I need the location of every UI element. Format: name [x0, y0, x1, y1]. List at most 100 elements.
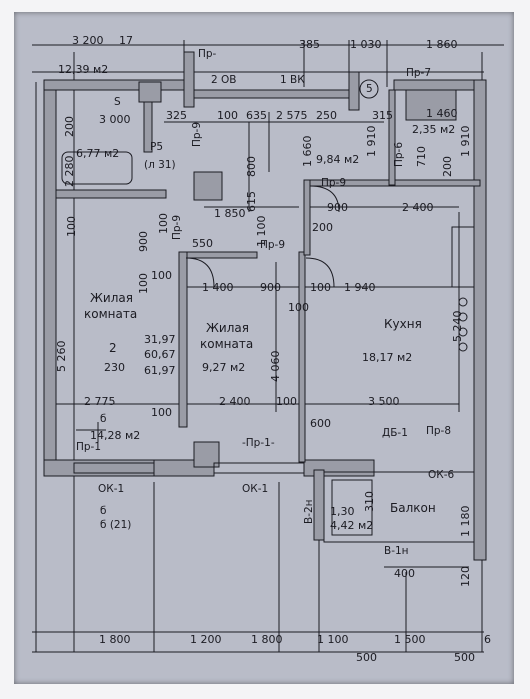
tag-pr9-b: Пр-9 [171, 214, 183, 240]
south-wall-left [43, 459, 165, 477]
section-marker-5 [359, 79, 379, 99]
dim-v-1910a: 1 910 [365, 125, 378, 158]
living2-area: 9,27 м2 [202, 361, 246, 374]
dim-v-1660: 1 660 [301, 135, 314, 168]
dim-row2-5: 2 575 [276, 109, 308, 122]
living1-area-1: 31,97 [144, 333, 176, 346]
tag-p5: Р5 [150, 141, 164, 153]
dim-1400: 1 400 [202, 281, 234, 294]
corridor-area: 14,28 м2 [90, 429, 141, 442]
tag-db1: ДБ-1 [382, 427, 408, 439]
north-wall [193, 89, 350, 99]
dim-3500: 3 500 [368, 395, 400, 408]
dim-550: 550 [192, 237, 213, 250]
dim-row2-8: 1 460 [426, 107, 458, 120]
dim-900b: 900 [260, 281, 281, 294]
tag-2ov: 2 ОВ [211, 74, 237, 86]
dim-2400b: 2 400 [219, 395, 251, 408]
tag-s: S [114, 96, 121, 108]
dim-v-1910b: 1 910 [459, 125, 472, 158]
dim-v-4060: 4 060 [269, 350, 282, 383]
dim-row2-1: 3 000 [99, 113, 131, 126]
partition-living-kitchen [298, 251, 306, 463]
dim-row2-3: 100 [217, 109, 238, 122]
dim-900a: 900 [327, 201, 348, 214]
dim-row2-4: 635 [246, 109, 267, 122]
east-wall [473, 79, 487, 561]
hall-area: 9,84 м2 [316, 153, 360, 166]
balcony-coef: 1,30 [330, 505, 355, 518]
dim-v-800: 800 [245, 156, 258, 177]
dim-top-4: 1 030 [350, 38, 382, 51]
tag-v2n: В-2н [303, 499, 315, 524]
dim-bottom-6: 6 [484, 633, 491, 646]
kitchen-area: 18,17 м2 [362, 351, 413, 364]
balcony-outline [323, 471, 475, 543]
tag-pr8: Пр-8 [426, 425, 452, 437]
balcony-area: 4,42 м2 [330, 519, 374, 532]
dim-v-100c: 100 [137, 273, 150, 294]
wc-area: 2,35 м2 [412, 123, 456, 136]
living1-area-3: 61,97 [144, 364, 176, 377]
living1-name-2: комната [84, 307, 138, 321]
sink [451, 226, 475, 288]
living2-name-1: Жилая [206, 321, 249, 335]
tag-ok1-a: ОК-1 [98, 483, 125, 495]
dim-1940: 1 940 [344, 281, 376, 294]
kitchen-name: Кухня [384, 317, 422, 331]
window-ok1-left [73, 462, 155, 474]
dim-bottom-4: 1 100 [317, 633, 349, 646]
dim-100e: 100 [151, 269, 172, 282]
dim-top-2: 17 [119, 34, 133, 47]
dim-v-100a: 100 [65, 216, 78, 237]
living1-name-1: Жилая [90, 291, 133, 305]
dim-v-1180: 1 180 [459, 505, 472, 538]
dim-v-900: 900 [137, 231, 150, 252]
dim-v-5240: 5 240 [451, 310, 464, 343]
dim-v-100b: 100 [157, 213, 170, 234]
tag-pr6: Пр-6 [393, 141, 405, 167]
dim-bottom-3: 1 800 [251, 633, 283, 646]
dim-bottom-1: 1 800 [99, 633, 131, 646]
dim-v-615: 615 [245, 191, 258, 212]
partition-living-rooms [178, 251, 188, 428]
dim-100c: 100 [276, 395, 297, 408]
tag-v1n: В-1н [384, 545, 409, 557]
window-ok1-right [213, 462, 305, 474]
tag-pr9-a: Пр-9 [191, 121, 203, 147]
tag-pr-top: Пр- [198, 48, 217, 60]
tag-pr1-a: Пр-1 [76, 441, 102, 453]
dim-400: 400 [394, 567, 415, 580]
tag-1vk: 1 ВК [280, 74, 305, 86]
tag-pr7: Пр-7 [406, 67, 432, 79]
tag-p5-ref: (л 31) [144, 159, 176, 171]
living2-name-2: комната [200, 337, 254, 351]
dim-v-310: 310 [363, 491, 376, 512]
dim-600: 600 [310, 417, 331, 430]
dim-2400a: 2 400 [402, 201, 434, 214]
dim-bottom2-1: 500 [356, 651, 377, 664]
balcony-name: Балкон [390, 501, 436, 515]
dim-v-2280: 2 280 [63, 155, 76, 188]
living1-number: 230 [104, 361, 125, 374]
bathtub [61, 151, 133, 185]
dim-row2-6: 250 [316, 109, 337, 122]
dim-v-200: 200 [63, 116, 76, 137]
dim-1850: 1 850 [214, 207, 246, 220]
tag-pr9-d: Пр-9 [260, 239, 286, 251]
dim-100b: 100 [288, 301, 309, 314]
tag-ok1-b: ОК-1 [242, 483, 269, 495]
dim-v-710: 710 [415, 146, 428, 167]
dim-row2-2: 325 [166, 109, 187, 122]
dim-row2-7: 315 [372, 109, 393, 122]
tag-pr1-b: -Пр-1- [242, 437, 275, 449]
dim-bottom2-2: 500 [454, 651, 475, 664]
dim-v-120: 120 [459, 566, 472, 587]
dim-top-5: 1 860 [426, 38, 458, 51]
living1-area-2: 60,67 [144, 348, 176, 361]
dim-100a: 100 [310, 281, 331, 294]
tag-section-b2: б [100, 505, 107, 517]
tag-section-b: б [100, 413, 107, 425]
dim-bottom-2: 1 200 [190, 633, 222, 646]
